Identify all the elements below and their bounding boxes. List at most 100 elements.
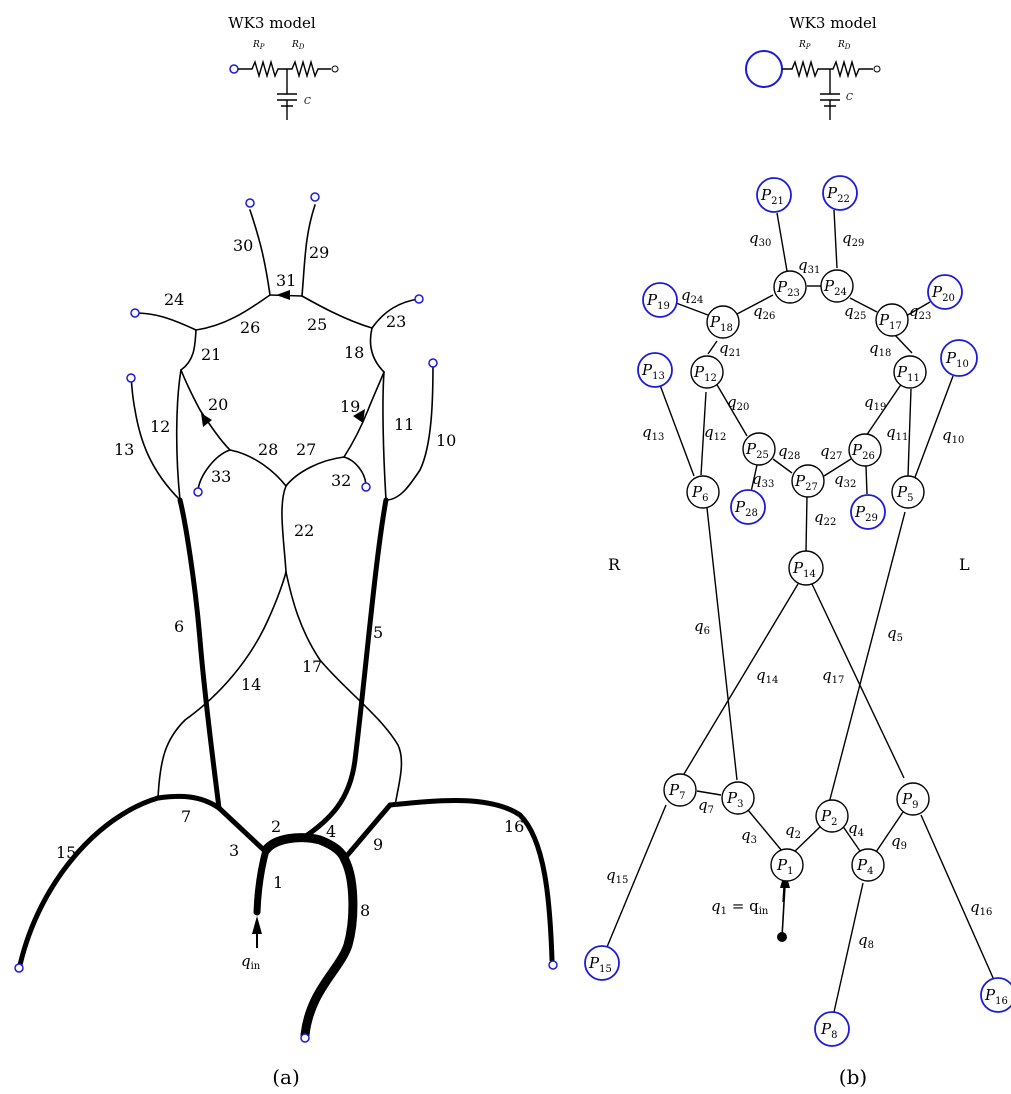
vessel-label-13: 13 [114,440,134,459]
vessel-24 [135,313,196,330]
vessel-label-12: 12 [150,417,170,436]
flow-label-q33: q33 [752,470,774,490]
node-p3: P3 [722,782,754,814]
node-p5: P5 [892,476,924,508]
vessel-label-26: 26 [240,318,260,337]
node-p27: P27 [792,465,824,497]
node-p7: P7 [664,774,696,806]
outlet-10 [429,359,437,367]
wk3-boundary-node-b [746,51,782,87]
node-p12: P12 [691,356,723,388]
outlet-29 [311,193,319,201]
outlet-33 [194,488,202,496]
flow-label-q26: q26 [753,302,775,322]
vessel-6 [180,500,219,808]
node-p11: P11 [894,356,926,388]
vessel-label-2: 2 [271,817,281,836]
flow-label-q2: q2 [785,821,801,841]
wk3-model-inset-a: WK3 model RP RD C [228,14,338,120]
vessel-14 [158,572,286,798]
node-p21: P21 [757,178,791,212]
edge-q11 [908,389,911,476]
flow-label-q29: q29 [842,229,864,249]
node-p2: P2 [816,800,848,832]
flow-label-q19: q19 [864,393,886,413]
vessel-21 [181,330,196,370]
edge-q6 [707,508,737,780]
flow-label-q5: q5 [887,624,903,644]
vessel-label-1: 1 [273,873,283,892]
vessel-8 [305,860,353,1035]
node-p13: P13 [638,353,672,387]
pressure-nodes-b: P1 P2 P3 P4 P5 P6 P7 P8 P9 P10 P11 P12 P… [585,176,1011,1046]
node-p14: P14 [789,551,823,585]
edge-q22 [806,496,807,551]
flow-label-q13: q13 [642,423,664,443]
flow-label-q21: q21 [719,339,741,359]
vessel-label-20: 20 [208,395,228,414]
node-p18: P18 [707,306,739,338]
flow-labels-b: q2 q3 q4 q5 q6 q7 q8 q9 q10 q11 q12 q13 … [606,229,992,951]
node-p19: P19 [643,283,677,317]
wk3-resistors-b [782,62,873,76]
caption-a: (a) [272,1065,300,1089]
outlet-16 [549,961,557,969]
vessel-15 [20,798,158,965]
vessel-22 [282,486,286,572]
wk3-outlet-terminal-a [332,66,338,72]
vessel-label-16: 16 [504,817,524,836]
vessel-label-29: 29 [309,243,329,262]
vessel-label-3: 3 [229,841,239,860]
wk3-outlet-terminal-b [874,66,880,72]
edge-q16 [921,815,994,980]
side-label-left: L [959,555,970,574]
vessel-17 [286,572,401,805]
side-label-right: R [608,555,621,574]
node-p20: P20 [928,275,962,309]
wk3-c-label-b: C [846,93,853,103]
vessel-18 [371,328,385,372]
edge-q5 [828,512,905,807]
node-p29: P29 [851,495,885,529]
caption-b: (b) [839,1065,867,1089]
wk3-rd-label-a: RD [291,40,305,51]
flow-label-q23: q23 [909,302,931,322]
wk3-capacitor-b [820,69,840,120]
vessel-label-10: 10 [436,431,456,450]
outlet-8 [301,1034,309,1042]
vessel-label-28: 28 [258,440,278,459]
vessel-label-5: 5 [373,623,383,642]
flow-label-q28: q28 [778,442,800,462]
flow-label-q27: q27 [820,442,842,462]
wk3-title-b: WK3 model [789,14,877,32]
outlet-15 [15,964,23,972]
vessel-label-33: 33 [211,467,231,486]
flow-label-q24: q24 [681,286,703,306]
flow-label-q11: q11 [886,423,908,443]
vessel-label-23: 23 [386,312,406,331]
inlet-flow-label-a: qin [241,952,261,972]
edge-q32 [866,466,867,494]
vessel-label-22: 22 [294,521,314,540]
outlet-30 [246,199,254,207]
wk3-model-inset-b: WK3 model RP RD C [746,14,880,120]
vessel-label-7: 7 [181,807,191,826]
vessel-labels-a: 1 2 3 4 5 6 7 8 9 10 11 12 13 14 15 16 1… [56,236,524,920]
vessel-label-15: 15 [56,843,76,862]
wk3-capacitor-a [277,69,297,120]
edge-q25 [850,298,877,312]
outlet-24 [131,309,139,317]
node-p6: P6 [687,476,719,508]
flow-arrow-31 [276,290,290,300]
node-p26: P26 [849,434,881,466]
node-p9: P9 [897,783,929,815]
vessel-label-14: 14 [241,675,261,694]
node-p17: P17 [876,304,908,336]
node-p8: P8 [815,1012,849,1046]
node-p4: P4 [852,849,884,881]
vessel-label-19: 19 [340,397,360,416]
flow-label-q32: q32 [834,470,856,490]
vessel-label-31: 31 [276,271,296,290]
wk3-title-a: WK3 model [228,14,316,32]
wk3-c-label-a: C [304,97,311,107]
